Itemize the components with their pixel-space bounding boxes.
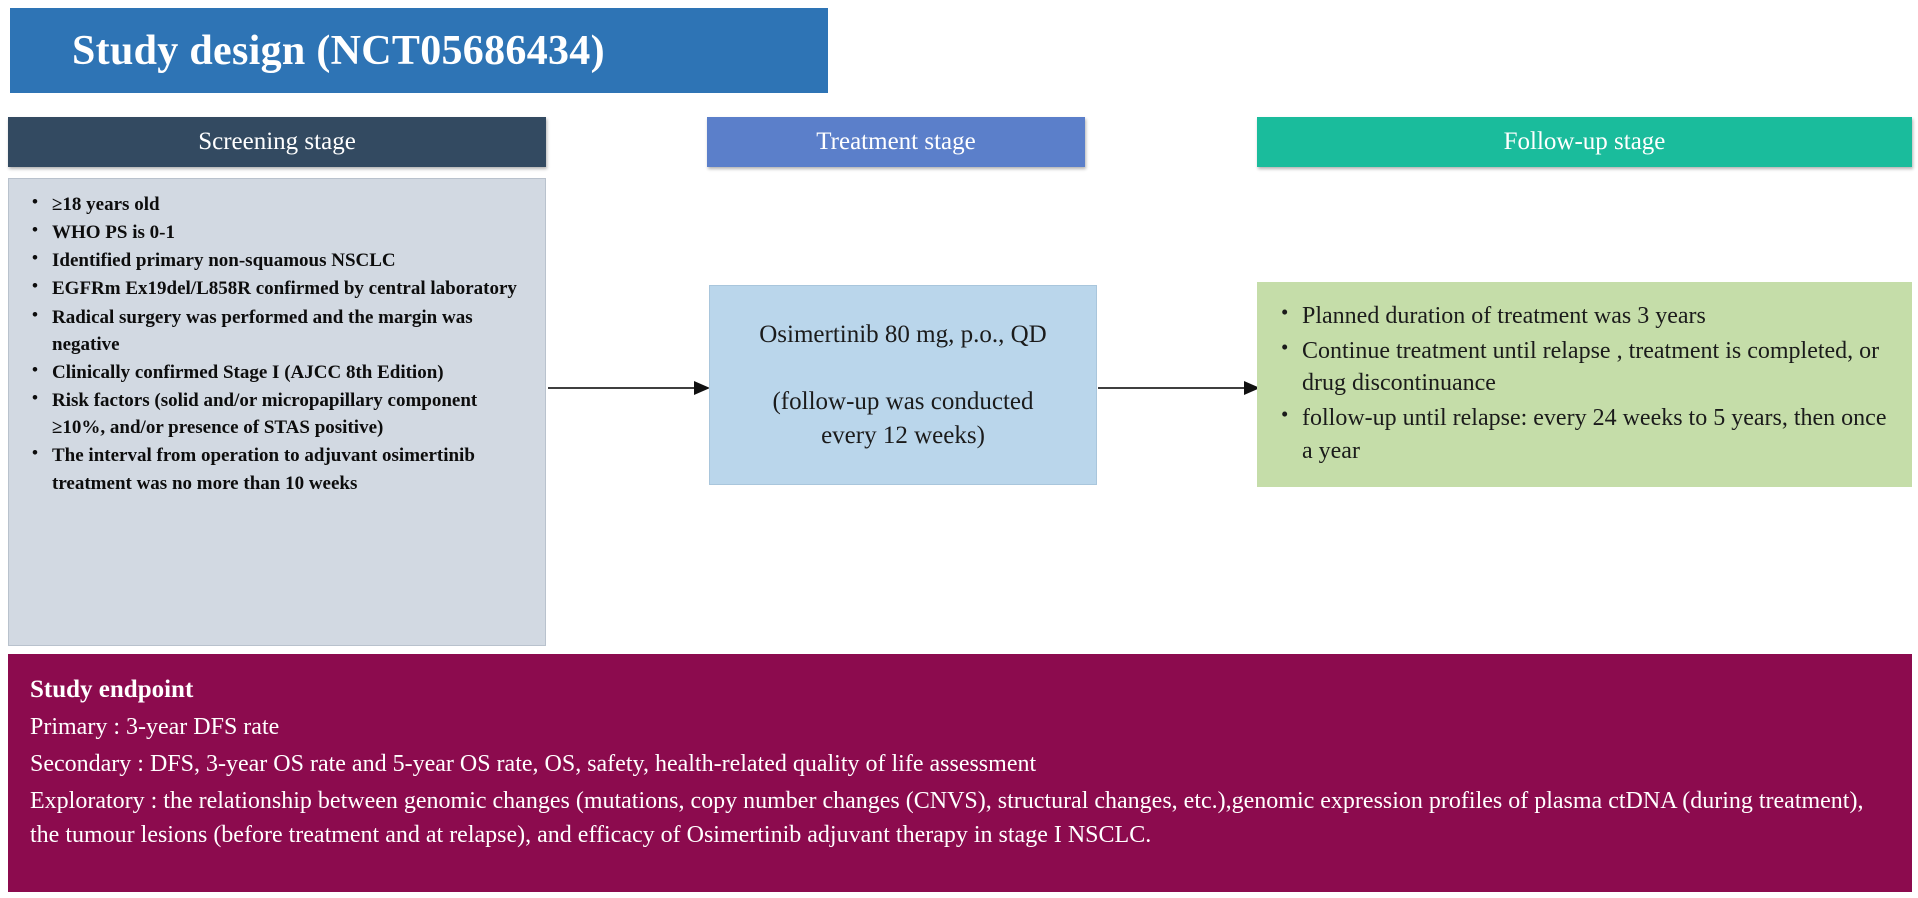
study-endpoint-panel: Study endpoint Primary : 3-year DFS rate… [8,654,1912,892]
list-item: follow-up until relapse: every 24 weeks … [1267,400,1894,467]
endpoint-exploratory: Exploratory : the relationship between g… [30,788,1864,849]
study-endpoint-title: Study endpoint [30,676,194,703]
treatment-note-line-2: every 12 weeks) [821,421,985,449]
page-title: Study design (NCT05686434) [72,27,605,74]
screening-criteria-panel: ≥18 years old WHO PS is 0-1 Identified p… [8,178,546,646]
stage-header-treatment: Treatment stage [707,117,1085,167]
screening-criteria-list: ≥18 years old WHO PS is 0-1 Identified p… [19,190,531,497]
treatment-dose-text: Osimertinib 80 mg, p.o., QD [759,320,1047,348]
treatment-note: (follow-up was conducted every 12 weeks) [772,385,1033,452]
list-item: Radical surgery was performed and the ma… [19,303,531,358]
list-item: ≥18 years old [19,190,531,218]
treatment-regimen-box: Osimertinib 80 mg, p.o., QD (follow-up w… [709,285,1097,485]
treatment-note-line-1: (follow-up was conducted [772,388,1034,416]
endpoint-primary: Primary : 3-year DFS rate [30,714,280,740]
followup-items-list: Planned duration of treatment was 3 year… [1267,298,1894,467]
stage-header-screening-label: Screening stage [198,128,356,155]
list-item: Planned duration of treatment was 3 year… [1267,298,1894,333]
list-item: Risk factors (solid and/or micropapillar… [19,386,531,441]
title-banner: Study design (NCT05686434) [10,8,828,93]
list-item: EGFRm Ex19del/L858R confirmed by central… [19,274,531,302]
stage-header-screening: Screening stage [8,117,546,167]
stage-header-followup: Follow-up stage [1257,117,1912,167]
list-item: Continue treatment until relapse , treat… [1267,333,1894,400]
arrow-treatment-to-followup [1098,381,1260,395]
followup-details-panel: Planned duration of treatment was 3 year… [1257,282,1912,487]
list-item: WHO PS is 0-1 [19,218,531,246]
list-item: Clinically confirmed Stage I (AJCC 8th E… [19,358,531,386]
arrow-screening-to-treatment [548,381,710,395]
endpoint-secondary: Secondary : DFS, 3-year OS rate and 5-ye… [30,751,1037,778]
list-item: The interval from operation to adjuvant … [19,441,531,496]
stage-header-followup-label: Follow-up stage [1503,128,1666,155]
list-item: Identified primary non-squamous NSCLC [19,246,531,274]
stage-header-treatment-label: Treatment stage [816,128,976,155]
